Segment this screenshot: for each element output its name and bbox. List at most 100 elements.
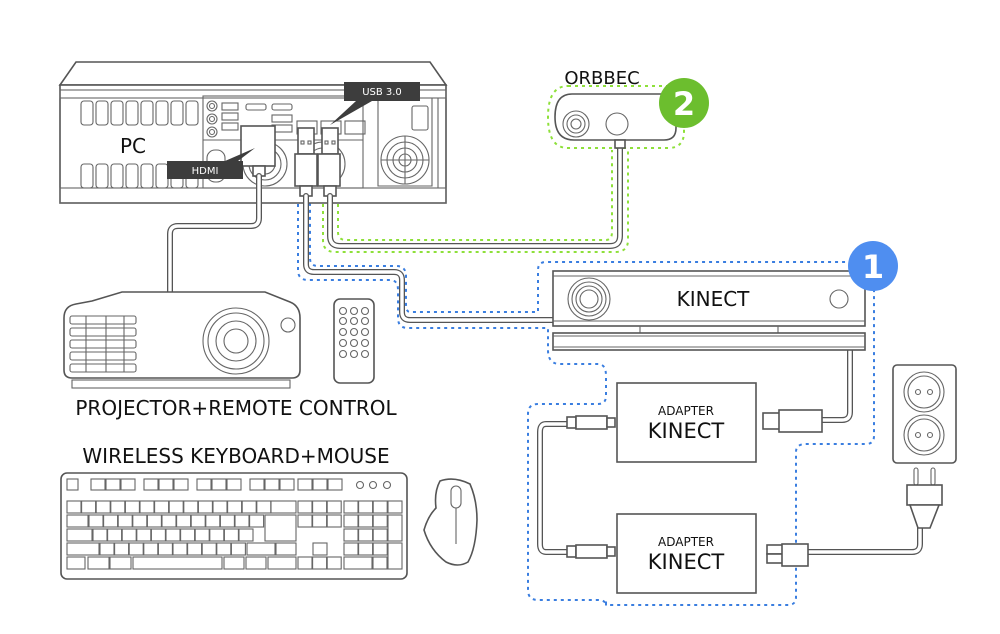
keyboard-key [326,514,342,528]
orbbec-group-outline [322,85,685,253]
keyboard-key [358,528,374,542]
projector-label: PROJECTOR+REMOTE CONTROL [75,396,397,420]
cables [167,145,923,555]
keyboard-key [66,556,86,570]
keyboard-key [343,556,373,570]
keyboard-key [358,514,374,528]
adapter-kinect-top: ADAPTER KINECT [616,382,757,463]
psu-fan [380,135,430,185]
keyboard-key [326,556,342,570]
mouse-icon [423,478,478,566]
keyboard-key [230,542,246,556]
usb-callout: USB 3.0 [330,82,420,125]
usb-connector-bottom-left [566,544,616,559]
keyboard-key [176,514,192,528]
kinect-sensor [552,270,866,351]
keyboard-icon [60,472,408,580]
keyboard-key [372,542,388,556]
keyboard-key [264,514,297,542]
keyboard-key [168,500,184,514]
keyboard-key [117,514,133,528]
power-connector [766,543,809,567]
kinect-label: KINECT [677,287,751,311]
keyboard-key [343,528,359,542]
keyboard-key [216,542,232,556]
keyboard-key [161,514,177,528]
keyboard-key [270,500,297,514]
keyboard-key [312,556,328,570]
keyboard-key [66,542,100,556]
keyboard-key [136,528,152,542]
keyboard-key [81,500,97,514]
keyboard-key [358,542,374,556]
keyboard-key [327,478,343,491]
keyboard-key [241,500,257,514]
keyboard-key [264,478,280,491]
keyboard-key [227,500,243,514]
keyboard-key [90,478,106,491]
projector-vent [69,315,137,373]
hdmi-callout: HDMI [167,148,255,179]
keyboard-key [88,514,104,528]
kinect-badge-number: 1 [862,248,884,286]
kinect-badge: 1 [848,241,898,291]
keyboard-key [297,500,313,514]
remote-control-icon [333,298,375,384]
keyboard-key [120,478,136,491]
keyboard-key [249,514,265,528]
keyboard-key [66,514,89,528]
keyboard-key [223,556,245,570]
keyboard-key [312,500,328,514]
keyboard-key [157,542,173,556]
pc-label: PC [120,134,146,158]
usb-callout-label: USB 3.0 [362,87,402,98]
keyboard-key [114,542,130,556]
keyboard-key [173,478,189,491]
adapter-bottom-line2: KINECT [648,550,725,574]
keyboard-key [139,500,155,514]
keyboard-key [124,500,140,514]
keyboard-key [183,500,199,514]
keyboard-key [372,514,388,528]
keyboard-key [372,528,388,542]
keyboard-key [121,528,137,542]
keyboard-key [107,528,123,542]
usb-plug-orbbec [317,127,341,197]
keyboard-key [154,500,170,514]
keyboard-key [223,528,239,542]
keyboard-key [209,528,225,542]
keyboard-key [99,542,115,556]
keyboard-key [372,500,388,514]
keyboard-key [143,478,159,491]
keyboard-key [297,478,313,491]
keyboard-key [109,556,132,570]
keyboard-key [343,542,359,556]
keyboard-key [219,514,235,528]
keyboard-key [246,542,276,556]
keyboard-key [312,514,328,528]
keyboard-key [172,542,188,556]
keyboard-key [87,556,110,570]
adapter-top-line2: KINECT [648,419,725,443]
keyboard-key [245,556,267,570]
keyboard-key [143,542,159,556]
adapter-bottom-line1: ADAPTER [658,535,714,549]
power-plug-icon [906,467,943,529]
keyboard-key [128,542,144,556]
usb-plug-kinect [294,127,318,197]
keyboard-key [279,478,295,491]
keyboard-key [267,556,297,570]
keyboard-key [234,514,250,528]
keyboard-key [326,500,342,514]
usb-connector-top-left [566,415,616,430]
keyboard-key [146,514,162,528]
keyboard-key [95,500,111,514]
orbbec-label: ORBBEC [564,68,639,89]
keyboard-key [187,542,203,556]
keyboard-key [190,514,206,528]
hdmi-callout-label: HDMI [192,166,219,177]
keyboard-key [343,514,359,528]
orbbec-badge-number: 2 [673,85,695,123]
keyboard-key [387,514,403,542]
keyboard-key [249,478,265,491]
